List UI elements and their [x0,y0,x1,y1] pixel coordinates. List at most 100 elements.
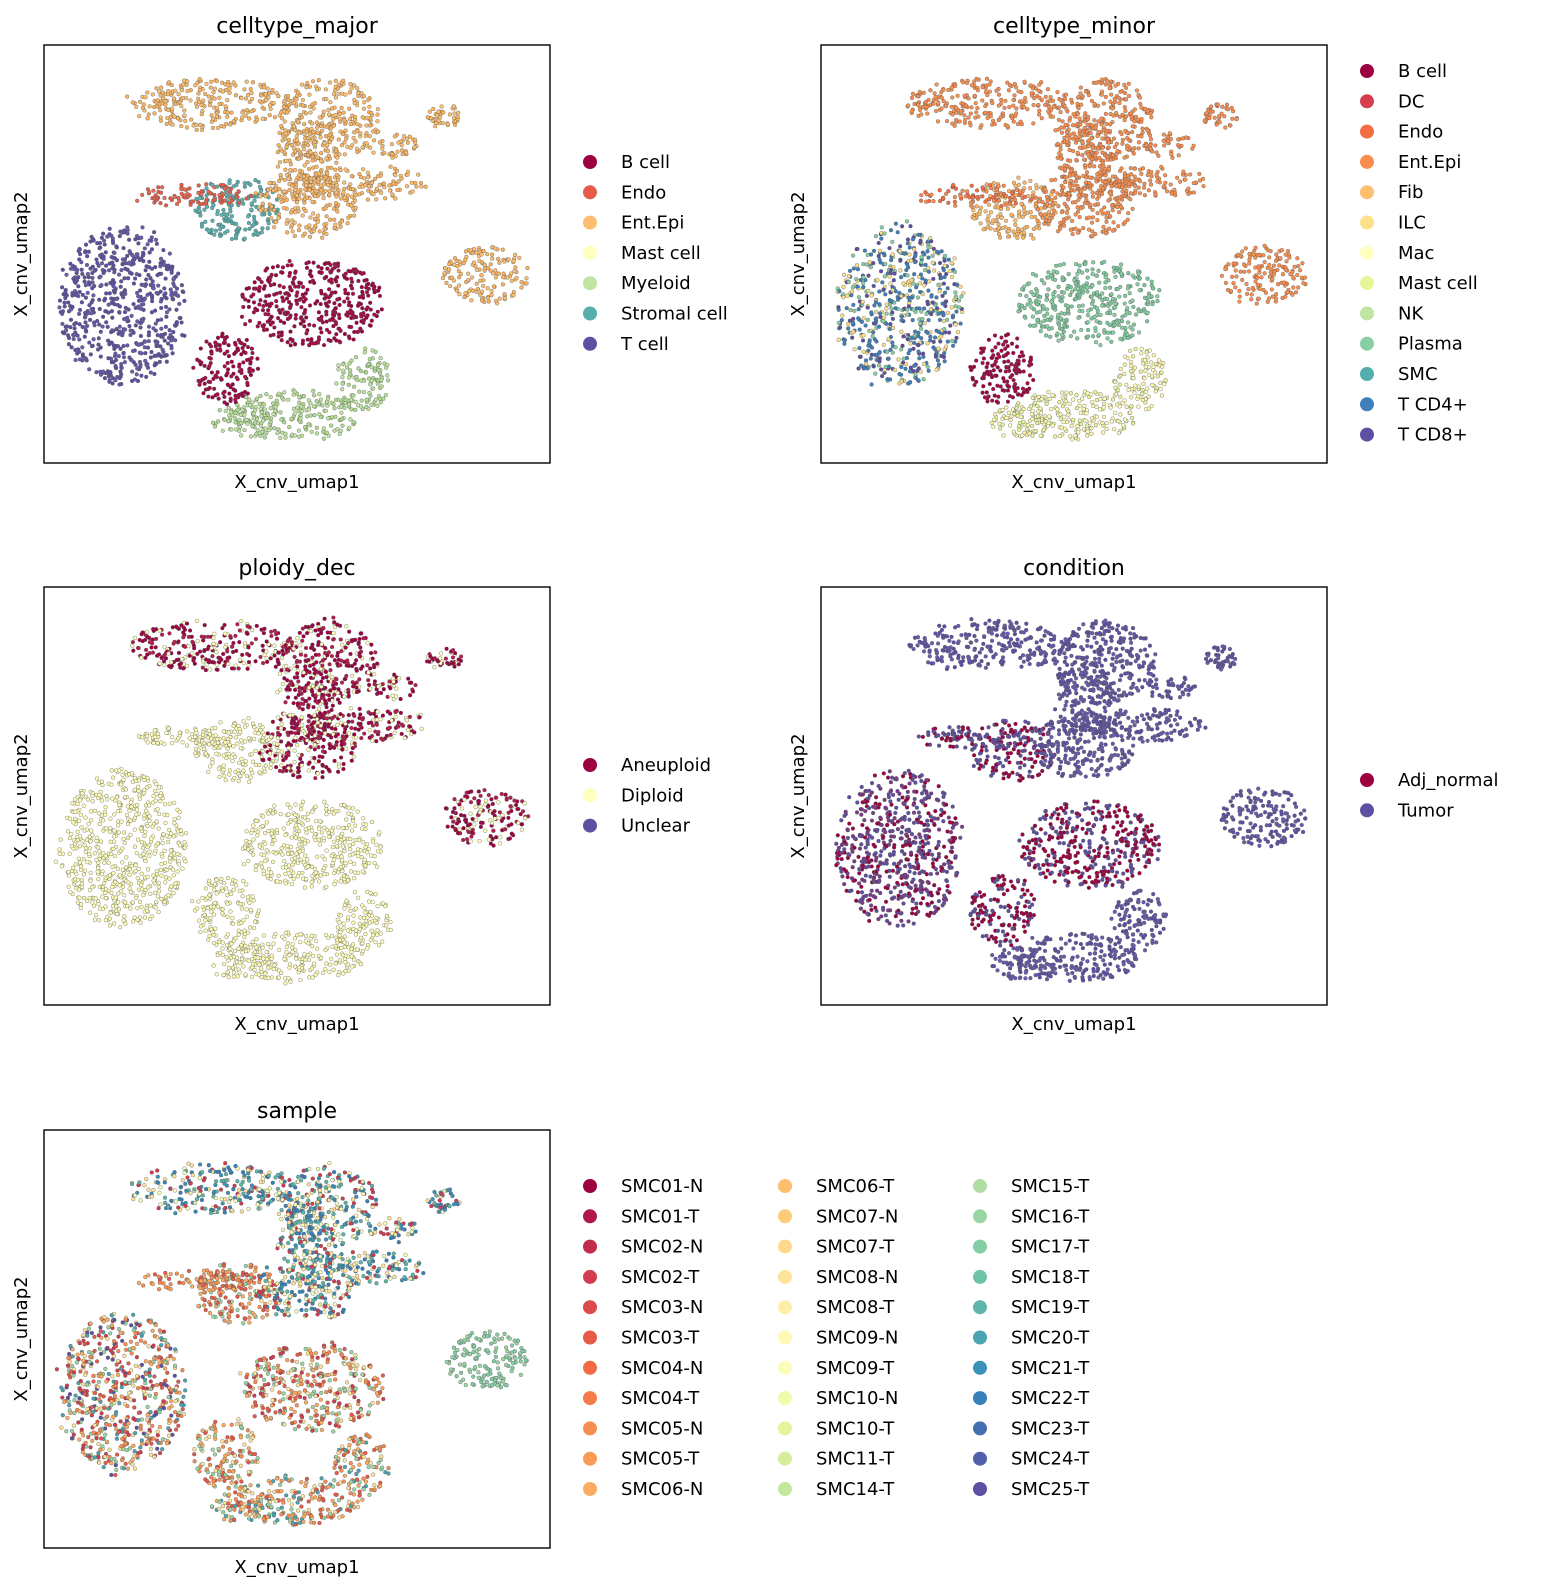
cell-point [164,353,169,358]
cell-point [302,324,307,329]
cell-point [877,289,882,294]
cell-point [1029,412,1035,417]
cell-point [157,102,162,107]
cell-point [124,317,129,322]
cell-point [172,323,178,328]
cell-point [158,256,164,261]
cell-point [228,122,233,127]
cell-point [162,292,167,298]
cell-point [998,212,1003,217]
cell-point [349,303,354,309]
cell-point [1146,299,1151,304]
cell-point [1108,301,1113,306]
cell-point [285,340,290,345]
cell-point [133,362,138,367]
cell-point [77,289,82,295]
cell-point [958,194,963,199]
cell-point [85,271,90,277]
cell-point [249,346,254,351]
cell-point [233,233,239,238]
cell-point [209,79,214,84]
cell-point [326,433,331,438]
cell-point [207,342,212,347]
cell-point [1053,434,1058,439]
cell-point [375,107,380,112]
cell-point [304,261,309,266]
cell-point [1027,373,1033,378]
legend-marker [583,336,597,351]
cell-point [915,368,920,373]
cell-point [293,316,298,321]
cell-point [268,186,273,191]
cell-point [170,296,175,301]
cell-point [382,185,387,190]
cell-point [891,278,896,283]
cell-point [1037,112,1042,117]
cell-point [318,302,323,307]
cell-point [1021,419,1026,424]
cell-point [264,294,269,299]
cell-point [225,382,230,387]
cell-point [164,121,169,126]
cell-point [265,226,270,231]
cell-point [210,420,216,425]
cell-point [207,228,212,233]
cell-point [233,93,238,98]
cell-point [370,283,375,288]
cell-point [1049,273,1054,278]
cell-point [340,131,346,137]
cell-point [974,358,979,363]
cell-point [1015,413,1020,418]
cell-point [82,315,87,320]
cell-point [378,400,383,405]
cell-point [347,324,352,329]
cell-point [227,90,232,95]
cell-point [846,326,851,331]
cell-point [884,311,889,316]
cell-point [319,124,324,129]
cell-point [882,274,887,279]
cell-point [908,224,913,229]
cell-point [369,110,374,116]
cell-point [1019,303,1024,308]
cell-point [321,182,326,187]
cell-point [981,384,986,389]
cell-point [73,357,78,363]
cell-point [517,255,522,260]
cell-point [1005,206,1010,211]
cell-point [364,315,369,320]
cell-point [272,292,277,297]
cell-point [304,85,309,90]
cell-point [79,300,84,305]
cell-point [353,271,358,276]
cell-point [270,320,275,325]
cell-point [1109,292,1114,297]
cell-point [117,329,122,334]
cell-point [226,419,231,424]
cell-point [267,318,272,323]
cell-point [1009,362,1014,367]
cell-point [1125,286,1130,291]
cell-point [469,298,474,303]
cell-point [991,218,996,223]
cell-point [242,342,247,347]
cell-point [304,129,309,134]
cell-point [1021,104,1026,109]
cell-point [282,189,287,194]
cell-point [64,328,69,333]
cell-point [293,312,298,318]
cell-point [936,330,942,335]
cell-point [849,289,855,294]
cell-point [923,190,928,195]
cell-point [1128,348,1133,353]
cell-point [1138,369,1143,374]
cell-point [942,275,947,280]
cell-point [301,294,306,300]
cell-point [867,260,872,265]
cell-point [212,86,217,91]
cell-point [1120,401,1125,406]
cell-point [1112,269,1117,274]
cell-point [314,399,319,404]
cell-point [98,274,103,279]
cell-point [296,228,301,233]
